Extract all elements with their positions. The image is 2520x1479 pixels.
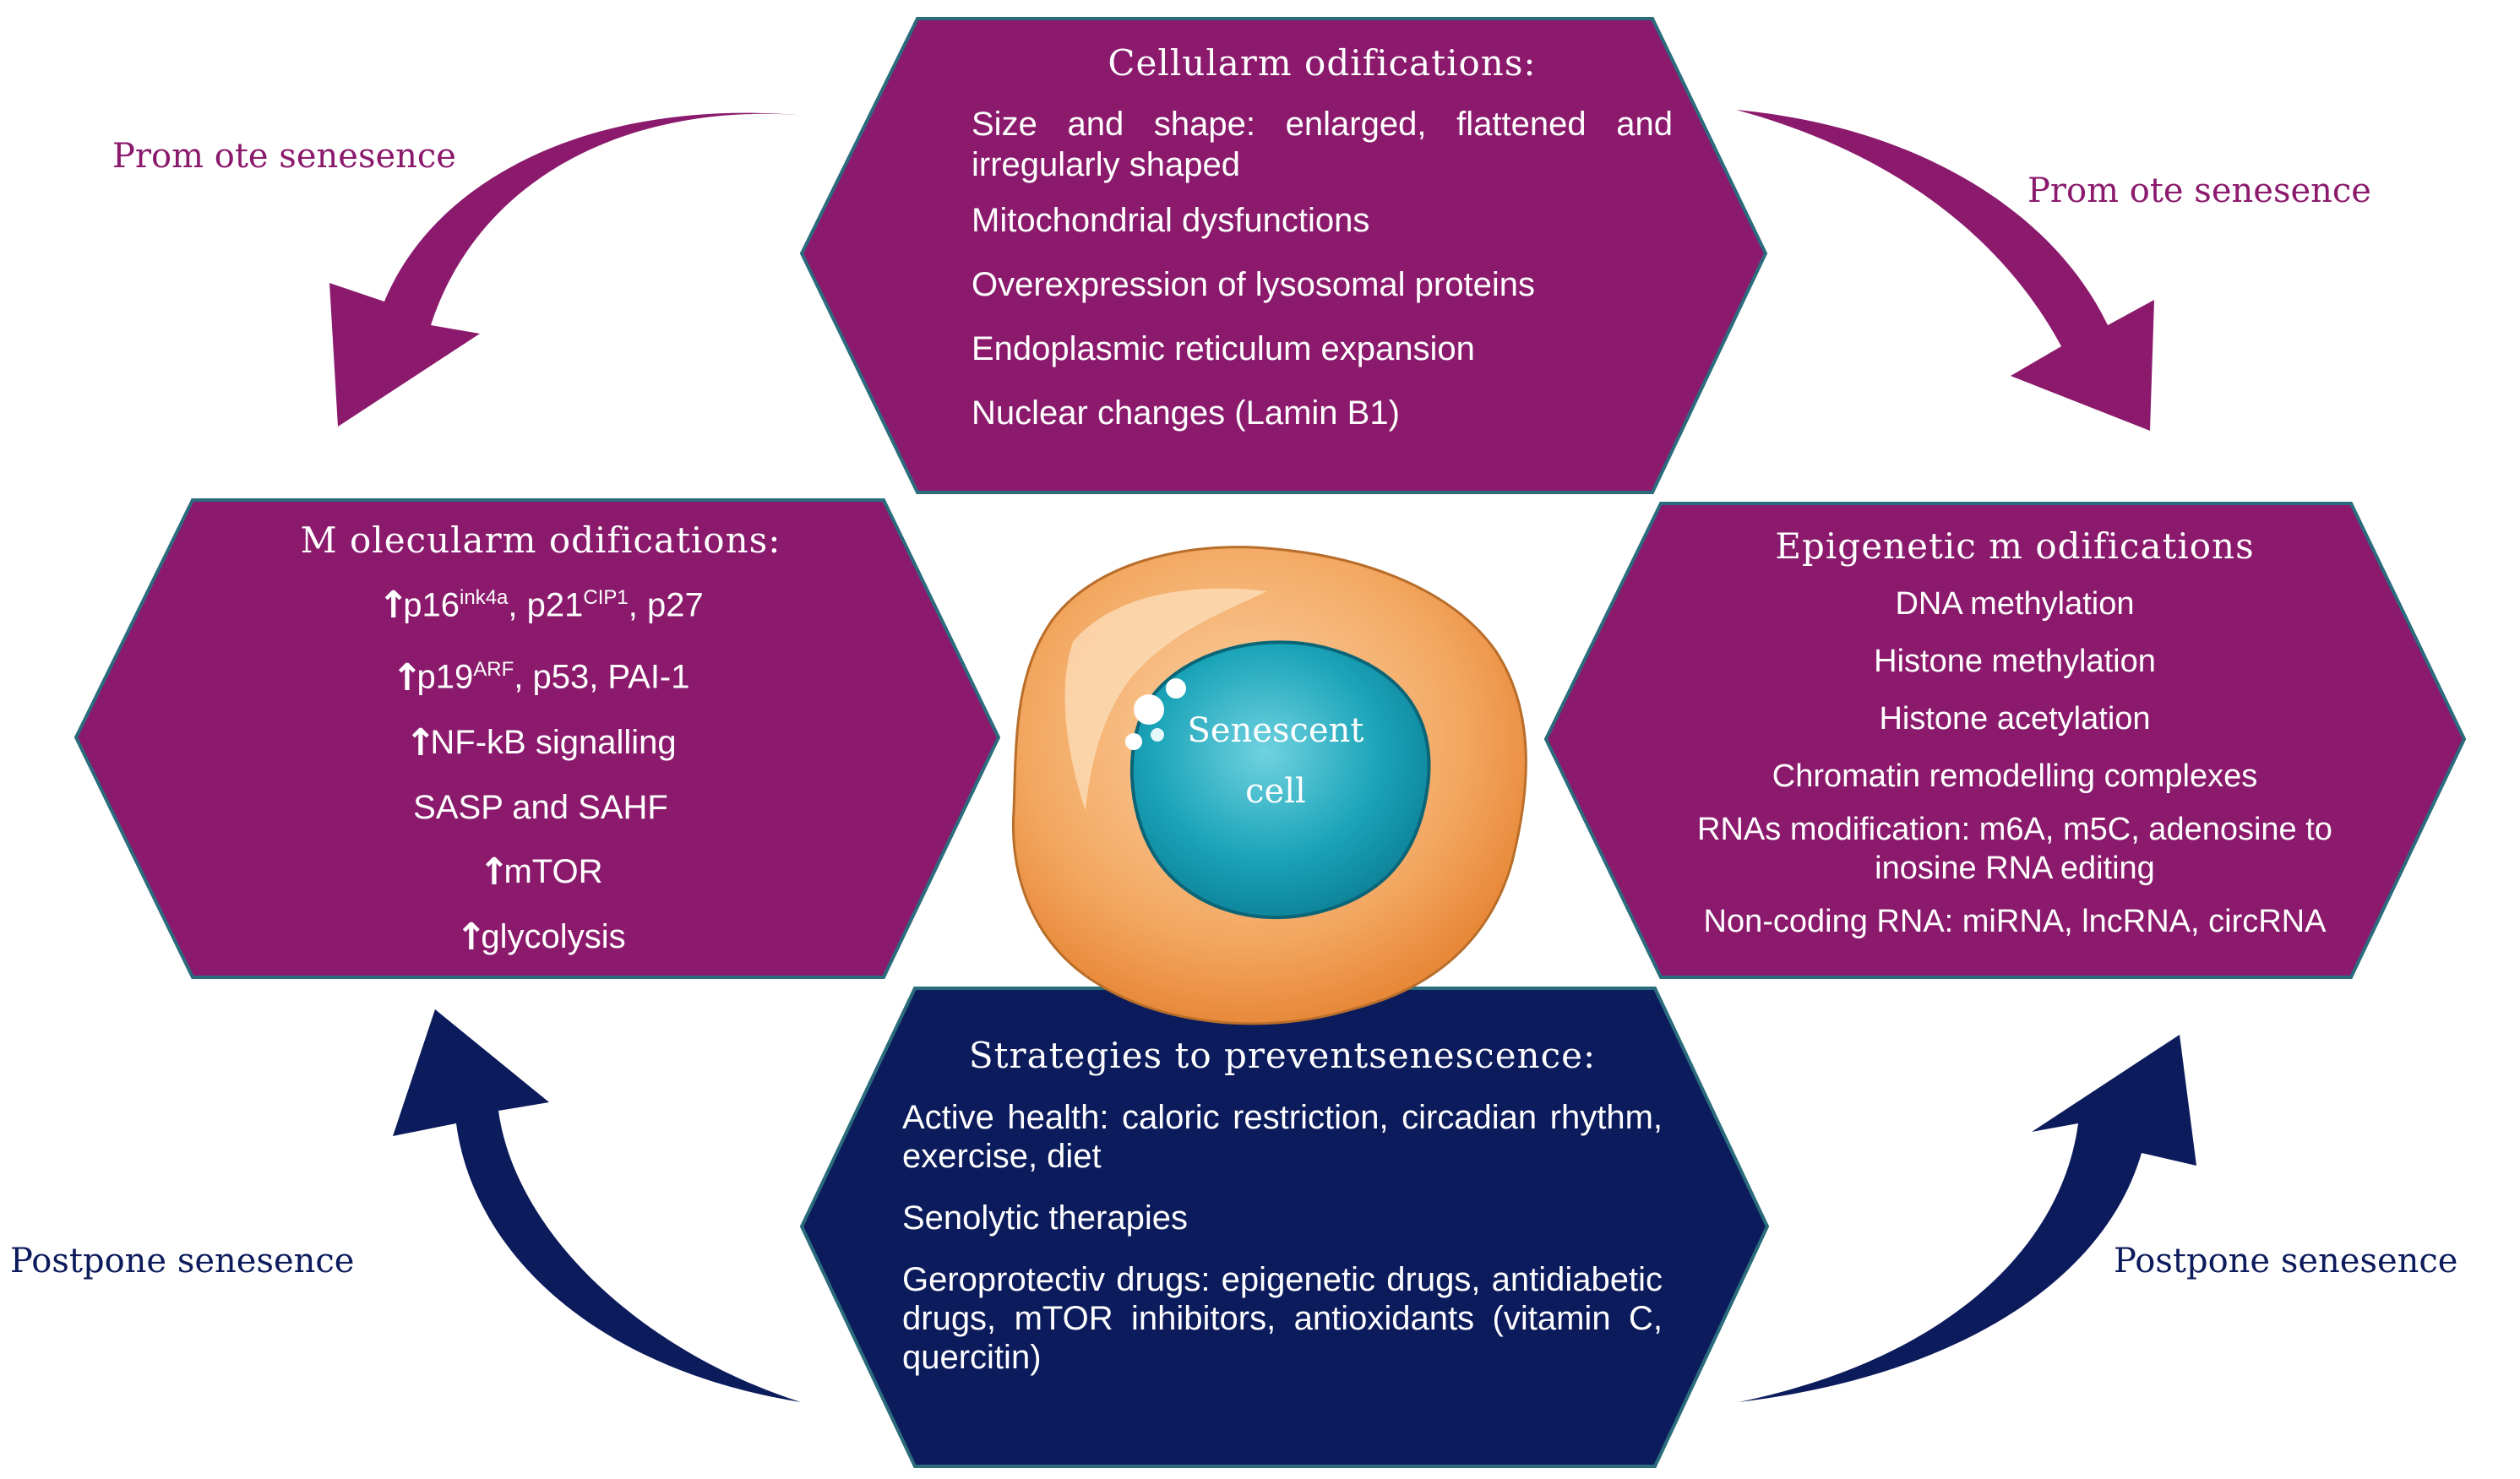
epigenetic-item: Histone acetylation [1879, 701, 2151, 737]
promote-label-right: Prom ote senesence [2027, 171, 2371, 210]
cell-label-line1: Senescent [1188, 711, 1364, 750]
cell-nucleus [1129, 640, 1431, 920]
vesicle-3 [1125, 733, 1142, 750]
strategies-item: Senolytic therapies [902, 1199, 1188, 1237]
cellular-item: Endoplasmic reticulum expansion [972, 330, 1475, 367]
strategies-item: Active health: caloric restriction, circ… [902, 1099, 1663, 1175]
cellular-heading: Cellularm odifications: [1108, 42, 1537, 84]
postpone-arrow-left [393, 1009, 801, 1402]
molecular-heading: M olecularm odifications: [300, 519, 781, 561]
cellular-item: Size and shape: enlarged, flattened and … [972, 106, 1673, 183]
cellular-hexagon [799, 17, 1768, 494]
promote-arrow-right [1736, 110, 2154, 431]
cellular-item: Overexpression of lysosomal proteins [972, 266, 1535, 303]
epigenetic-item: Chromatin remodelling complexes [1772, 759, 2258, 794]
postpone-label-right: Postpone senesence [2114, 1242, 2458, 1281]
increase-arrow-icon: ↑ [378, 584, 410, 628]
postpone-label-left: Postpone senesence [10, 1242, 355, 1281]
molecular-hexagon [73, 498, 1001, 979]
molecular-item: ↑glycolysis [455, 915, 626, 959]
epigenetic-item: Non-coding RNA: miRNA, lncRNA, circRNA [1703, 904, 2327, 939]
postpone-arrow-right [1739, 1035, 2196, 1402]
vesicle-4 [1151, 728, 1164, 742]
epigenetic-item: RNAs modification: m6A, m5C, adenosine t… [1697, 812, 2332, 886]
senescent-cell-illustration: Senescent cell [1011, 546, 1527, 1025]
promote-arrow-left [329, 112, 807, 427]
molecular-item: ↑mTOR [478, 850, 603, 894]
molecular-item: ↑NF-kB signalling [405, 720, 677, 764]
epigenetic-item: Histone methylation [1874, 644, 2156, 679]
increase-arrow-icon: ↑ [455, 915, 487, 959]
epigenetic-item: DNA methylation [1895, 586, 2135, 622]
molecular-item: SASP and SAHF [413, 788, 668, 826]
cellular-item: Mitochondrial dysfunctions [972, 202, 1370, 239]
vesicle-2 [1166, 678, 1186, 699]
promote-label-left: Prom ote senesence [112, 137, 456, 176]
cell-label-line2: cell [1245, 772, 1306, 811]
cellular-modifications-panel: Cellularm odifications: Size and shape: … [972, 42, 1673, 433]
molecular-item: ↑p19ARF, p53, PAI-1 [391, 655, 690, 699]
epigenetic-modifications-panel: Epigenetic m odifications DNA methylatio… [1635, 525, 2395, 942]
increase-arrow-icon: ↑ [478, 850, 510, 894]
molecular-item: ↑p16ink4a, p21CIP1, p27 [378, 584, 704, 628]
molecular-modifications-panel: M olecularm odifications: ↑p16ink4a, p21… [253, 519, 828, 958]
epigenetic-heading: Epigenetic m odifications [1775, 525, 2255, 567]
vesicle-1 [1134, 694, 1164, 725]
cell-membrane-fold [1064, 588, 1267, 811]
strategies-hexagon [799, 987, 1770, 1468]
strategies-panel: Strategies to preventsenescence: Active … [902, 1035, 1663, 1377]
strategies-heading: Strategies to preventsenescence: [968, 1035, 1597, 1076]
strategies-item: Geroprotectiv drugs: epigenetic drugs, a… [902, 1261, 1663, 1376]
epigenetic-hexagon [1543, 502, 2467, 979]
increase-arrow-icon: ↑ [405, 720, 437, 764]
increase-arrow-icon: ↑ [391, 655, 423, 699]
cellular-item: Nuclear changes (Lamin B1) [972, 394, 1400, 432]
